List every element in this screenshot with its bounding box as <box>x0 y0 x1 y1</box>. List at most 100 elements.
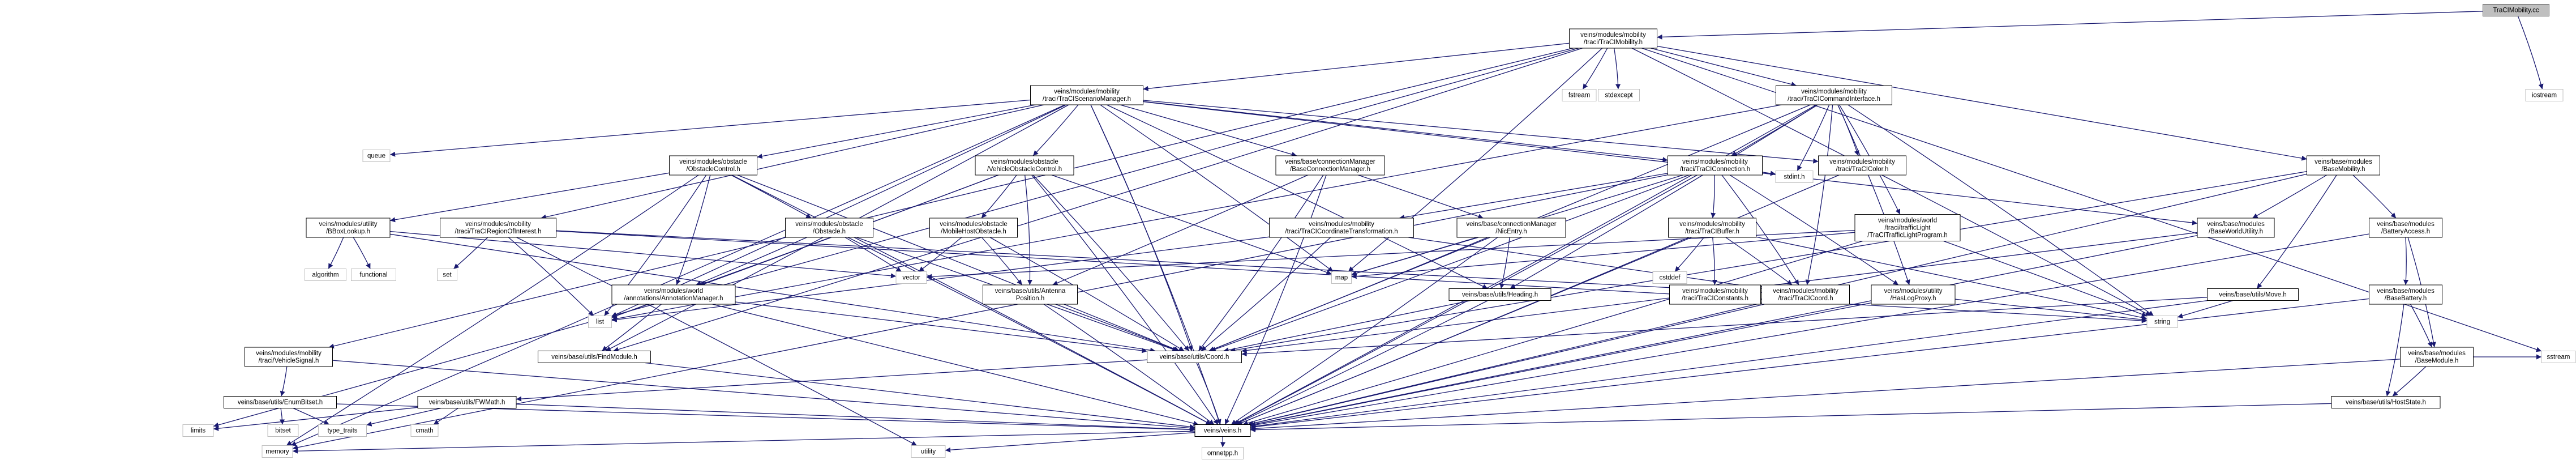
node-veins-modules-mobility-traci-vehiclesignal-h[interactable]: veins/modules/mobility/traci/VehicleSign… <box>245 347 333 367</box>
node-veins-modules-mobility-traci-tracibuffer-h[interactable]: veins/modules/mobility/traci/TraCIBuffer… <box>1668 218 1756 238</box>
node-box <box>1448 288 1551 301</box>
edge-basemobility_h-to-move_h <box>2256 174 2337 289</box>
node-stdexcept[interactable]: stdexcept <box>1598 89 1640 101</box>
node-veins-modules-world-traci-trafficlight-tracitrafficlightprogram-h[interactable]: veins/modules/world/traci/trafficLight/T… <box>1854 214 1961 241</box>
edge-cmdiface_h-to-string <box>1848 104 2154 317</box>
node-label: veins/base/modules <box>2207 221 2265 228</box>
node-map[interactable]: map <box>1331 271 1352 284</box>
edge-trafficlight_h-to-string <box>1943 240 2148 317</box>
node-box <box>262 445 293 458</box>
node-type-traits[interactable]: type_traits <box>318 424 367 437</box>
node-veins-base-modules-batteryaccess-h[interactable]: veins/base/modules/BatteryAccess.h <box>2369 218 2442 238</box>
node-veins-base-utils-enumbitset-h[interactable]: veins/base/utils/EnumBitset.h <box>224 396 337 408</box>
node-veins-base-connectionmanager-nicentry-h[interactable]: veins/base/connectionManager/NicEntry.h <box>1456 218 1566 238</box>
node-veins-base-modules-basemobility-h[interactable]: veins/base/modules/BaseMobility.h <box>2307 155 2380 176</box>
node-label: veins/modules/utility <box>1884 288 1943 295</box>
node-box <box>1269 218 1414 238</box>
node-box <box>1871 284 1956 305</box>
node-label: map <box>1335 275 1348 282</box>
node-veins-base-utils-heading-h[interactable]: veins/base/utils/Heading.h <box>1448 288 1551 301</box>
edge-obstaclectl_h-to-bboxlookup_h <box>389 172 670 223</box>
node-box <box>1147 351 1242 363</box>
node-queue[interactable]: queue <box>362 150 391 162</box>
node-utility[interactable]: utility <box>911 445 946 458</box>
node-veins-modules-mobility-traci-traciconstants-h[interactable]: veins/modules/mobility/traci/TraCIConsta… <box>1669 284 1761 305</box>
edge-haslogproxy_h-to-string <box>1954 299 2148 322</box>
node-veins-base-utils-findmodule-h[interactable]: veins/base/utils/FindModule.h <box>538 351 651 363</box>
edge-fwmath_h-to-limits <box>213 407 418 431</box>
node-label: /traci/TraCIConnection.h <box>1680 166 1750 173</box>
node-veins-modules-mobility-traci-tracicolor-h[interactable]: veins/modules/mobility/traci/TraCIColor.… <box>1818 155 1906 176</box>
node-label: /traci/TraCIRegionOfInterest.h <box>455 228 542 235</box>
node-veins-modules-obstacle-obstacle-h[interactable]: veins/modules/obstacle/Obstacle.h <box>785 218 873 238</box>
node-cmath[interactable]: cmath <box>410 424 439 437</box>
node-veins-modules-obstacle-vehicleobstaclecontrol-h[interactable]: veins/modules/obstacle/VehicleObstacleCo… <box>975 155 1074 176</box>
node-veins-base-modules-basemodule-h[interactable]: veins/base/modules/BaseModule.h <box>2400 347 2474 367</box>
node-set[interactable]: set <box>437 269 457 281</box>
edge-mobilehostobs_h-to-vector <box>918 237 962 272</box>
node-memory[interactable]: memory <box>262 445 293 458</box>
edge-basemobility_h-to-batteryaccess_h <box>2352 174 2397 219</box>
node-veins-base-utils-hoststate-h[interactable]: veins/base/utils/HostState.h <box>2331 396 2441 408</box>
node-label: /BBoxLookup.h <box>326 228 370 235</box>
node-veins-modules-mobility-traci-traciregionofinterest-h[interactable]: veins/modules/mobility/traci/TraCIRegion… <box>440 218 556 238</box>
node-functional[interactable]: functional <box>351 269 396 281</box>
node-veins-base-utils-fwmath-h[interactable]: veins/base/utils/FWMath.h <box>417 396 517 408</box>
edge-obstaclectl_h-to-annotationmgr_h <box>676 174 711 286</box>
edge-tracimob_h-to-cmdiface_h <box>1651 48 1797 87</box>
node-label: /BatteryAccess.h <box>2381 228 2430 235</box>
node-veins-veins-h[interactable]: veins/veins.h <box>1194 424 1251 437</box>
edge-baseconnmgr_h-to-veins_h <box>1224 174 1327 425</box>
node-veins-modules-obstacle-obstaclecontrol-h[interactable]: veins/modules/obstacle/ObstacleControl.h <box>669 155 757 176</box>
node-fstream[interactable]: fstream <box>1562 89 1597 101</box>
node-vector[interactable]: vector <box>895 271 927 284</box>
node-box <box>2197 218 2275 238</box>
edge-basemodule_h-to-veins_h <box>1250 359 2401 431</box>
node-iostream[interactable]: iostream <box>2525 89 2564 101</box>
edge-basewmob_h-to-veins_h <box>1250 235 2198 427</box>
node-veins-modules-mobility-traci-traciconnection-h[interactable]: veins/modules/mobility/traci/TraCIConnec… <box>1668 155 1763 176</box>
node-veins-base-modules-baseworldutility-h[interactable]: veins/base/modules/BaseWorldUtility.h <box>2197 218 2275 238</box>
node-veins-modules-obstacle-mobilehostobstacle-h[interactable]: veins/modules/obstacle/MobileHostObstacl… <box>929 218 1018 238</box>
node-veins-modules-mobility-traci-tracimobility-h[interactable]: veins/modules/mobility/traci/TraCIMobili… <box>1569 28 1657 49</box>
node-label: veins/base/utils/HostState.h <box>2346 399 2426 406</box>
node-box <box>2369 284 2442 305</box>
node-veins-modules-mobility-traci-traciscenariomanager-h[interactable]: veins/modules/mobility/traci/TraCIScenar… <box>1030 85 1143 105</box>
node-omnetpp-h[interactable]: omnetpp.h <box>1202 447 1244 459</box>
node-tracimobility-cc[interactable]: TraCIMobility.cc <box>2483 4 2549 16</box>
edge-scenmgr_h-to-connection_h <box>1143 101 1668 163</box>
edge-vehobsctl_h-to-antennapos_h <box>1025 174 1032 286</box>
node-box <box>538 351 651 363</box>
node-stdint-h[interactable]: stdint.h <box>1775 171 1814 183</box>
edge-move_h-to-string <box>2177 300 2234 318</box>
node-label: /BaseMobility.h <box>2321 166 2365 173</box>
node-veins-modules-utility-haslogproxy-h[interactable]: veins/modules/utility/HasLogProxy.h <box>1871 284 1956 305</box>
node-veins-base-connectionmanager-baseconnectionmanager-h[interactable]: veins/base/connectionManager/BaseConnect… <box>1275 155 1385 176</box>
node-box <box>1331 271 1352 284</box>
node-veins-modules-utility-bboxlookup-h[interactable]: veins/modules/utility/BBoxLookup.h <box>306 218 391 238</box>
edge-obstacle_h-to-veins_h <box>847 237 1211 425</box>
node-cstddef[interactable]: cstddef <box>1652 271 1687 284</box>
node-label: veins/base/modules <box>2314 159 2372 165</box>
node-veins-modules-world-annotations-annotationmanager-h[interactable]: veins/modules/world/annotations/Annotati… <box>611 284 736 305</box>
node-veins-modules-mobility-traci-tracicoordinatetransformation-h[interactable]: veins/modules/mobility/traci/TraCICoordi… <box>1269 218 1414 238</box>
node-limits[interactable]: limits <box>182 424 214 437</box>
node-veins-base-modules-basebattery-h[interactable]: veins/base/modules/BaseBattery.h <box>2369 284 2442 305</box>
node-label: /traci/trafficLight <box>1885 225 1931 232</box>
node-bitset[interactable]: bitset <box>267 424 299 437</box>
node-veins-modules-mobility-traci-tracicommandinterface-h[interactable]: veins/modules/mobility/traci/TraCIComman… <box>1776 85 1892 105</box>
node-label: list <box>596 319 605 326</box>
edge-regionofint_h-to-set <box>453 237 488 269</box>
node-box <box>440 218 556 238</box>
node-veins-base-utils-move-h[interactable]: veins/base/utils/Move.h <box>2207 288 2299 301</box>
node-box <box>895 271 927 284</box>
node-sstream[interactable]: sstream <box>2541 351 2576 363</box>
node-list[interactable]: list <box>588 316 612 328</box>
edge-scenmgr_h-to-heading_h <box>1107 104 1488 289</box>
node-algorithm[interactable]: algorithm <box>305 269 346 281</box>
node-string[interactable]: string <box>2146 316 2178 328</box>
node-veins-base-utils-coord-h[interactable]: veins/base/utils/Coord.h <box>1147 351 1242 363</box>
node-label: /traci/TraCICommandInterface.h <box>1788 96 1880 103</box>
node-veins-modules-mobility-traci-tracicoord-h[interactable]: veins/modules/mobility/traci/TraCICoord.… <box>1761 284 1850 305</box>
